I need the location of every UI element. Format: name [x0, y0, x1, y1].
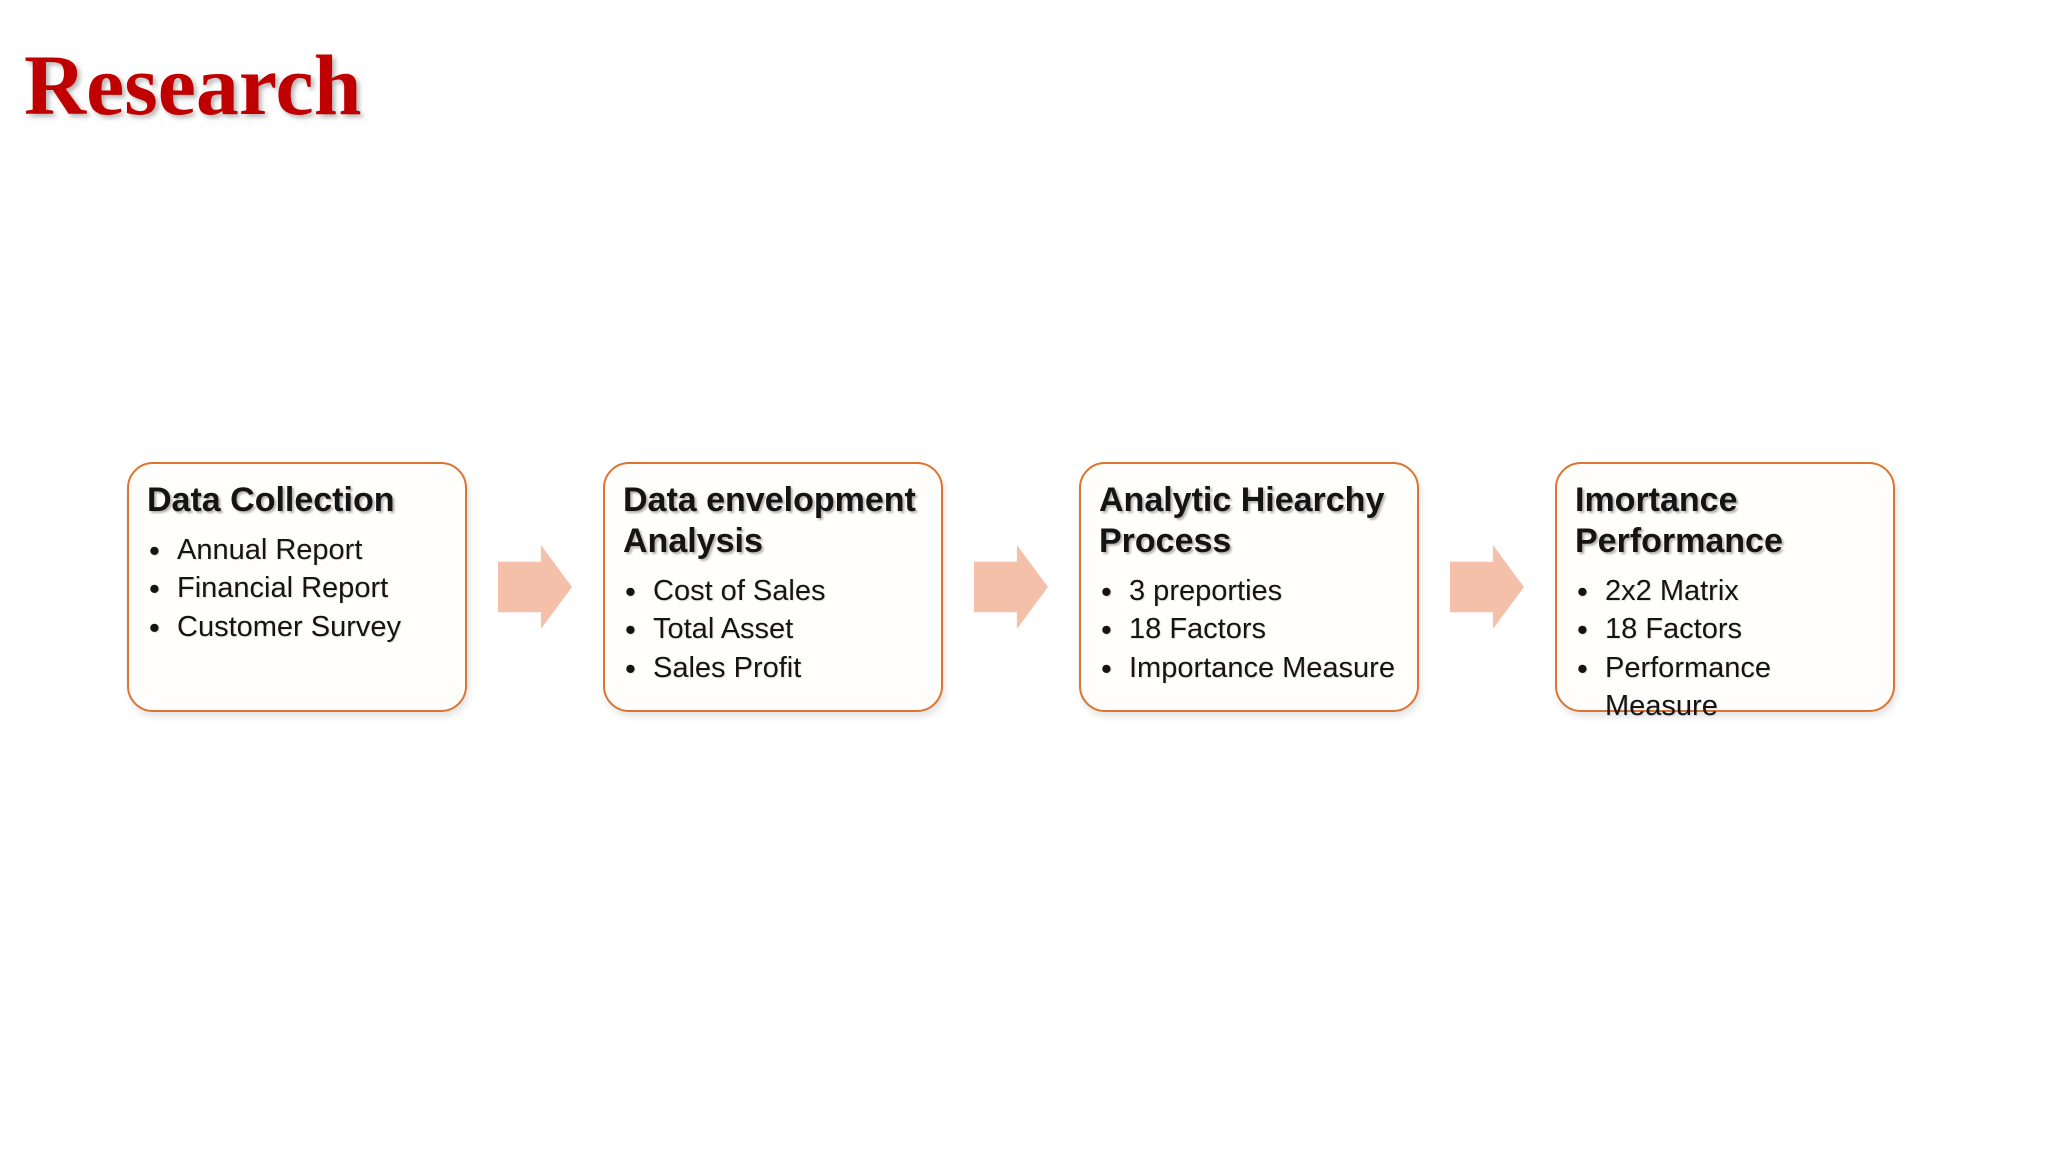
step-bullet-list: Annual Report Financial Report Customer … — [147, 530, 449, 648]
step-bullet-list: 2x2 Matrix 18 Factors Performance Measur… — [1575, 571, 1877, 726]
bullet-item: 18 Factors — [1099, 609, 1401, 650]
step-title: Analytic Hiearchy Process — [1099, 481, 1385, 560]
bullet-item: Customer Survey — [147, 607, 449, 648]
bullet-item: Annual Report — [147, 530, 449, 571]
step-box-analytic-hierarchy-process: Analytic Hiearchy Process 3 preporties 1… — [1079, 462, 1419, 712]
step-bullet-list: 3 preporties 18 Factors Importance Measu… — [1099, 571, 1401, 689]
page-title: Research — [24, 37, 362, 133]
step-title: Data envelopment Analysis — [623, 481, 916, 560]
right-block-arrow-icon — [974, 545, 1048, 629]
right-block-arrow-icon — [1450, 545, 1524, 629]
step-box-data-collection: Data Collection Annual Report Financial … — [127, 462, 467, 712]
bullet-item: Sales Profit — [623, 648, 925, 689]
step-title: Data Collection — [147, 481, 395, 519]
arrow-slot — [1419, 545, 1555, 629]
bullet-item: 3 preporties — [1099, 571, 1401, 612]
step-box-importance-performance: Imortance Performance 2x2 Matrix 18 Fact… — [1555, 462, 1895, 722]
bullet-item: Financial Report — [147, 568, 449, 609]
bullet-item: 18 Factors — [1575, 609, 1877, 650]
step-title: Imortance Performance — [1575, 481, 1783, 560]
process-flow: Data Collection Annual Report Financial … — [127, 462, 1895, 722]
bullet-item: Total Asset — [623, 609, 925, 650]
arrow-slot — [467, 545, 603, 629]
step-bullet-list: Cost of Sales Total Asset Sales Profit — [623, 571, 925, 689]
bullet-item: Performance Measure — [1575, 648, 1877, 726]
arrow-slot — [943, 545, 1079, 629]
bullet-item: Importance Measure — [1099, 648, 1401, 689]
bullet-item: 2x2 Matrix — [1575, 571, 1877, 612]
step-box-data-envelopment-analysis: Data envelopment Analysis Cost of Sales … — [603, 462, 943, 712]
bullet-item: Cost of Sales — [623, 571, 925, 612]
right-block-arrow-icon — [498, 545, 572, 629]
